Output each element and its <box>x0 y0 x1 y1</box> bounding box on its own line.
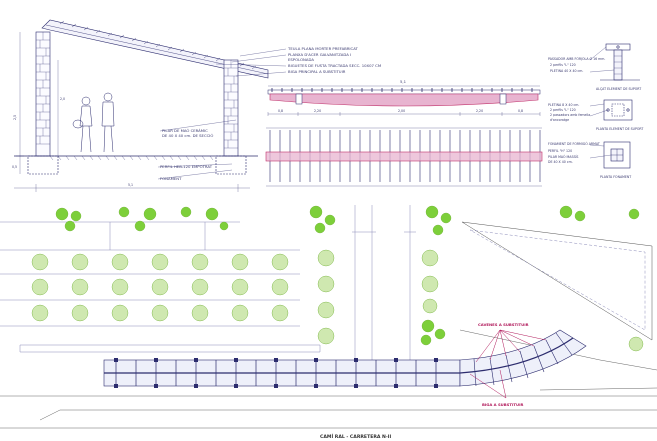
left-brick-pillar <box>35 31 51 157</box>
label-pillar: PILAR DE MAÓ CERÀMIC <box>162 128 208 133</box>
label-foundation-plan: PLANTA FONAMENT <box>600 175 631 179</box>
foundation-plan-detail <box>603 141 631 169</box>
dim-height-c: 0,5 <box>12 165 17 169</box>
label-foundation: FONAMENT <box>160 176 182 181</box>
tree-dense <box>55 205 640 346</box>
label-plate: PLETINA 8 X 40 cm. <box>548 103 579 107</box>
tree-pale <box>31 249 644 352</box>
label-support-elevation: ALÇAT ELEMENT DE SUPORT <box>596 87 641 91</box>
pergola-plan-pillars <box>114 358 438 388</box>
label-beam-replace: BIGA A SUBSTITUIR <box>482 402 523 407</box>
human-figures <box>72 92 115 153</box>
label-road: CAMÍ RAL - CARRETERA N-II <box>320 432 391 440</box>
label-pillar-2: DE 40 X 40 cm. DE SECCIÓ <box>162 133 213 138</box>
pergola-plan-curved <box>459 329 587 387</box>
dim-span-b-left: 0,8 <box>278 109 283 113</box>
label-profile: PERFIL HEB-120 EMPOTRAT <box>160 164 213 169</box>
roof-tile-ridges <box>59 20 257 70</box>
section-annotations: TEULA PLANA MORTER PREFABRICAT PLANXA D'… <box>12 46 381 187</box>
dim-span-total: 5,1 <box>400 79 407 84</box>
label-pass-detail-3: PLETINA 40 X 40 cm. <box>550 69 583 73</box>
main-beam-plan <box>265 151 543 162</box>
label-formwork-2: PERFIL "H" 120 <box>548 149 572 153</box>
beam-dimension-text: 0,8 2,20 2,00 2,20 0,8 <box>278 109 523 113</box>
tree-canopies <box>31 205 644 352</box>
label-pass-detail-2: 2 perfils "L" 120 <box>550 63 576 67</box>
site-plan <box>0 205 657 429</box>
label-support-plan: PLANTA ELEMENT DE SUPORT <box>596 127 643 131</box>
curved-joists <box>473 332 573 387</box>
label-formwork: FONAMENT DE FORMIGÓ ARMAT <box>548 141 600 146</box>
label-steel-sheet: PLANXA D'ACER GALVANITZADA I <box>288 52 351 57</box>
pergola-cross-section <box>14 19 269 192</box>
label-formwork-4: DE 40 X 40 cm. <box>548 160 573 164</box>
replacement-callouts <box>469 329 547 399</box>
label-main-beam: BIGA PRINCIPAL A SUBSTITUIR <box>288 69 346 74</box>
leader-lines <box>157 48 287 180</box>
detail-annotations: PASSADOR AMB FORJOLA Ø 16 mm. 2 perfils … <box>548 56 643 179</box>
support-details <box>600 43 640 169</box>
label-plate-3: 2 passadors amb femella <box>550 113 590 117</box>
label-steel-sheet-2: ESPOLONADA <box>288 57 314 62</box>
support-plan-detail <box>603 99 633 121</box>
joist-ticks <box>271 88 533 92</box>
dim-span-b-right: 0,8 <box>518 109 523 113</box>
label-plate-2: 2 perfils "L" 120 <box>550 108 576 112</box>
dim-height-a: 2,5 <box>13 115 17 120</box>
dim-height-d: 2,0 <box>60 97 65 101</box>
label-joists-replace: CAVENES A SUBSTITUIR <box>478 322 529 327</box>
label-roof-tile: TEULA PLANA MORTER PREFABRICAT <box>287 46 359 51</box>
dim-span-c: 2,00 <box>398 109 405 113</box>
dim-span: 5,1 <box>128 183 133 187</box>
support-elevation-detail <box>600 43 640 81</box>
detail-leaders <box>589 46 615 159</box>
label-joists: BIGUETES DE FUSTA TRACTADA SECC. 10X07 C… <box>288 63 381 68</box>
beam-elevation: 5,1 <box>267 79 541 116</box>
dim-span-a-left: 2,20 <box>314 109 321 113</box>
pergola-plan-straight <box>103 358 461 388</box>
joist-plan <box>265 127 543 187</box>
label-pass-detail: PASSADOR AMB FORJOLA Ø 16 mm. <box>548 56 605 61</box>
dimension-lines <box>14 32 250 192</box>
label-plate-4: d'ancoratge <box>550 118 569 122</box>
dim-span-a-right: 2,20 <box>476 109 483 113</box>
label-formwork-3: PILAR MAÓ MASSÍS <box>548 154 578 159</box>
